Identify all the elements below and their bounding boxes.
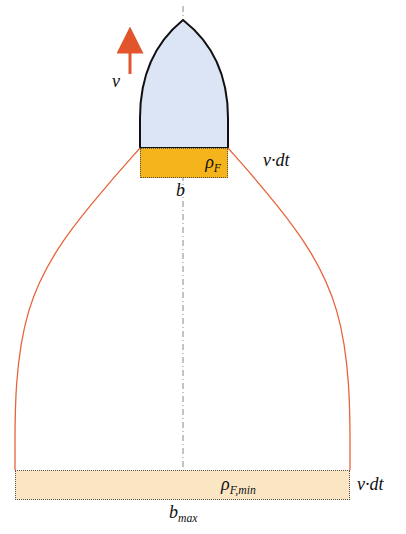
length-label: v·dt [262,151,291,171]
density-symbol: ρF [205,153,221,173]
length-label: v·dt [356,475,385,495]
envelope-curve [228,148,350,470]
width-label: bmax [168,503,198,523]
flow-element-box-max: ρF,min [15,470,350,500]
envelope-curve [15,148,140,470]
width-label: b [175,181,186,201]
density-symbol: ρF,min [221,475,256,495]
flow-element-box: ρF [140,148,228,178]
projectile-body [140,20,228,148]
velocity-arrow [129,40,132,74]
velocity-label: v [111,72,121,92]
